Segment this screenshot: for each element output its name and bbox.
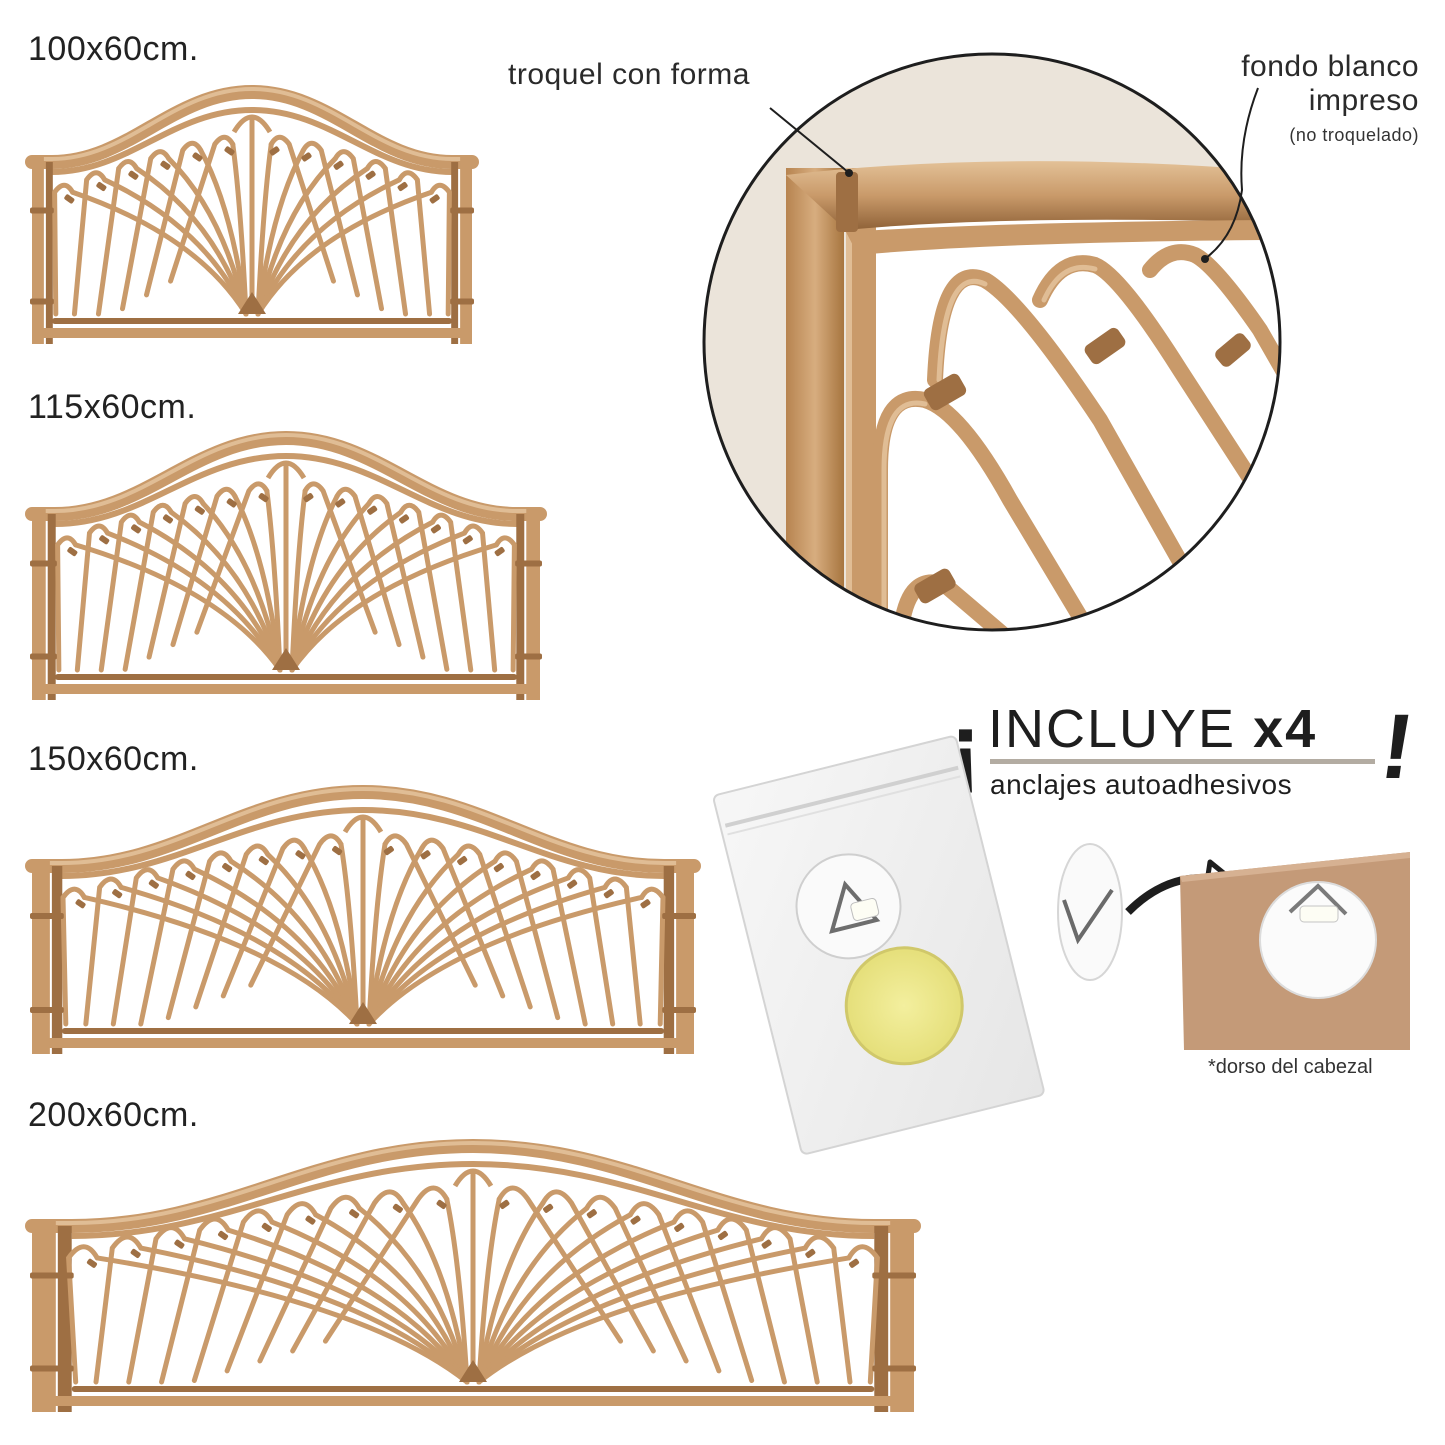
banner-open-mark: ¡ bbox=[950, 696, 981, 798]
banner-close-mark: ! bbox=[1374, 696, 1420, 798]
size-label-150: 150x60cm. bbox=[28, 740, 199, 778]
callout-printed-background-note: (no troquelado) bbox=[1289, 125, 1419, 145]
callout-die-cut-shape: troquel con forma bbox=[508, 58, 750, 91]
callout-printed-background-line1: fondo blanco bbox=[1241, 50, 1419, 83]
rattan-detail-zoom-image bbox=[702, 52, 1282, 632]
banner-subtitle: anclajes autoadhesivos bbox=[990, 769, 1293, 800]
callout-printed-background-line2: impreso bbox=[1308, 84, 1419, 117]
banner-title-count: x4 bbox=[1253, 699, 1318, 759]
size-label-115: 115x60cm. bbox=[28, 388, 197, 426]
headboard-150x60-image bbox=[25, 784, 701, 1054]
banner-divider bbox=[990, 759, 1375, 764]
banner-title: INCLUYE x4 bbox=[988, 699, 1317, 759]
back-of-headboard-note: *dorso del cabezal bbox=[1208, 1056, 1373, 1078]
size-label-200: 200x60cm. bbox=[28, 1096, 199, 1134]
headboard-200x60-image bbox=[25, 1138, 921, 1412]
banner-title-prefix: INCLUYE bbox=[988, 699, 1254, 759]
includes-anchors-banner: ¡ INCLUYE x4 anclajes autoadhesivos ! bbox=[950, 695, 1420, 815]
size-label-100: 100x60cm. bbox=[28, 30, 199, 68]
callout-printed-background: fondo blanco impreso (no troquelado) bbox=[1241, 50, 1419, 152]
